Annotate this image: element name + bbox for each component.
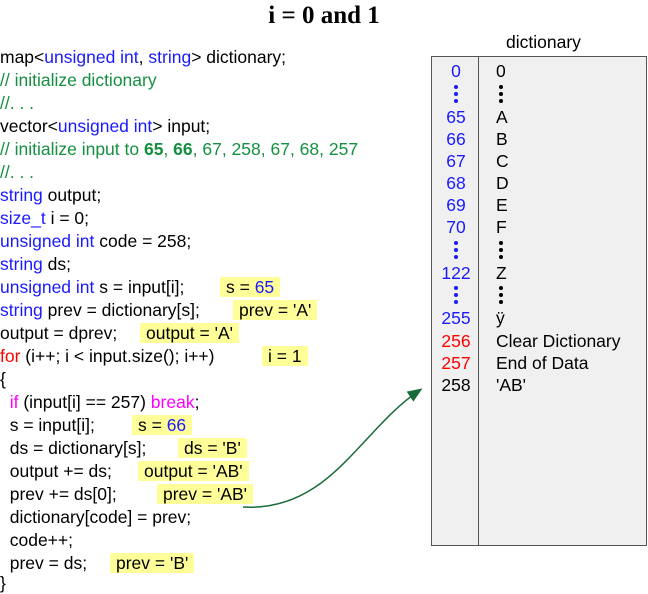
code-line-5: // initialize input to 65, 66, 67, 258, … [0, 139, 359, 159]
annotation-prev-b: prev = 'B' [110, 553, 195, 573]
code-line-22: code++; [0, 530, 73, 550]
dict-key-0: 0 [451, 61, 461, 81]
dict-key-67: 67 [446, 151, 466, 171]
annotation-output-ab: output = 'AB' [138, 461, 249, 481]
code-line-21: dictionary[code] = prev; [0, 507, 192, 527]
code-line-24: } [0, 573, 6, 593]
dict-value-255: ÿ [496, 308, 505, 328]
code-line-19: output += ds; [0, 461, 112, 481]
dict-value-257: End of Data [496, 353, 589, 373]
dict-value-70: F [496, 217, 507, 237]
code-line-10: string ds; [0, 254, 72, 274]
annotation-prev-a: prev = 'A' [233, 300, 318, 320]
dict-key-257: 257 [441, 353, 471, 373]
dict-value-69: E [496, 195, 508, 215]
code-line-1: map<unsigned int, string> dictionary; [0, 47, 287, 67]
dictionary-table [431, 56, 647, 546]
annotation-s-65: s = 65 [220, 277, 281, 297]
dictionary-column-divider [478, 56, 479, 546]
annotation-i-1: i = 1 [262, 346, 308, 366]
dict-value-0: 0 [496, 61, 506, 81]
code-line-20: prev += ds[0]; [0, 484, 117, 504]
annotation-ds-b: ds = 'B' [178, 438, 247, 458]
code-line-12: string prev = dictionary[s]; [0, 300, 200, 320]
insert-arrow-path [242, 388, 423, 508]
key-ellipsis-2 [454, 241, 458, 262]
dict-value-67: C [496, 151, 509, 171]
code-line-9: unsigned int code = 258; [0, 231, 192, 251]
code-line-17: s = input[i]; [0, 415, 95, 435]
code-line-11: unsigned int s = input[i]; [0, 277, 185, 297]
dict-value-66: B [496, 129, 508, 149]
code-line-15: { [0, 369, 6, 389]
dictionary-title: dictionary [506, 32, 581, 52]
dict-key-122: 122 [441, 263, 471, 283]
dict-key-68: 68 [446, 173, 466, 193]
annotation-output-a: output = 'A' [140, 323, 239, 343]
code-line-4: vector<unsigned int> input; [0, 116, 211, 136]
code-line-14: for (i++; i < input.size(); i++) [0, 346, 215, 366]
dict-key-255: 255 [441, 308, 471, 328]
dict-value-258: 'AB' [496, 375, 527, 395]
key-ellipsis-1 [454, 85, 458, 106]
code-line-23: prev = ds; [0, 553, 88, 573]
code-line-8: size_t i = 0; [0, 208, 90, 228]
annotation-prev-ab: prev = 'AB' [157, 484, 254, 504]
dict-value-256: Clear Dictionary [496, 331, 621, 351]
code-line-18: ds = dictionary[s]; [0, 438, 147, 458]
dict-value-68: D [496, 173, 509, 193]
code-line-7: string output; [0, 185, 102, 205]
code-line-6: //. . . [0, 162, 35, 182]
slide-title: i = 0 and 1 [268, 2, 380, 29]
code-line-16: if (input[i] == 257) break; [9, 392, 200, 412]
code-line-13: output = dprev; [0, 323, 118, 343]
code-line-3: //. . . [0, 93, 35, 113]
dict-value-122: Z [496, 263, 507, 283]
key-ellipsis-3 [454, 286, 458, 307]
dict-key-256: 256 [441, 331, 471, 351]
value-ellipsis-3 [499, 286, 503, 307]
dict-key-66: 66 [446, 129, 466, 149]
dict-key-69: 69 [446, 195, 466, 215]
dict-key-70: 70 [446, 217, 466, 237]
annotation-s-66: s = 66 [132, 415, 193, 435]
dict-key-258: 258 [441, 375, 471, 395]
value-ellipsis-2 [499, 241, 503, 262]
value-ellipsis-1 [499, 85, 503, 106]
dict-value-65: A [496, 107, 508, 127]
code-line-2: // initialize dictionary [0, 70, 157, 90]
dict-key-65: 65 [446, 107, 466, 127]
